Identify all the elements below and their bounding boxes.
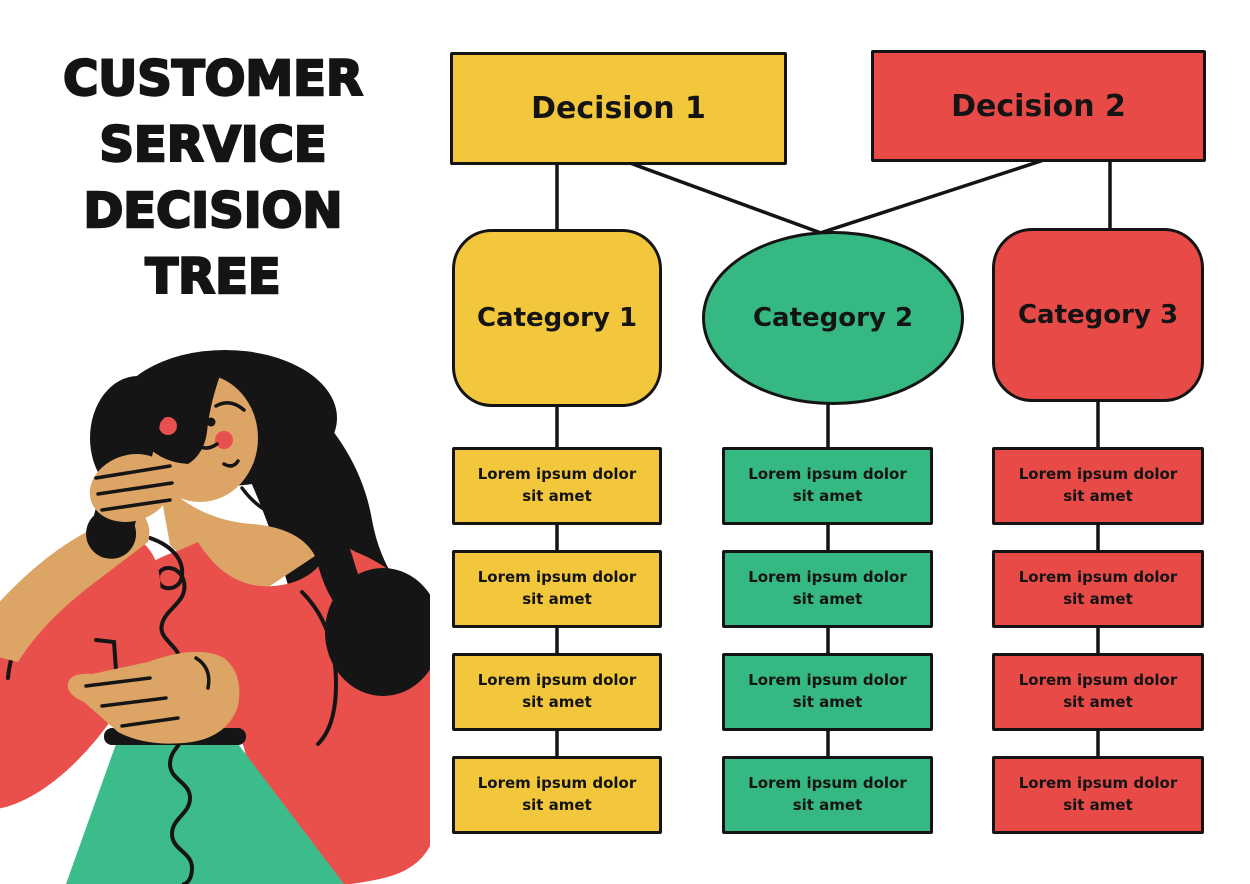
- cuff-line: [94, 638, 118, 672]
- title-line-2: Service: [98, 116, 328, 174]
- leaf-box: Lorem ipsum dolor sit amet: [992, 550, 1204, 628]
- chin-line: [222, 459, 240, 468]
- leaf-box: Lorem ipsum dolor sit amet: [992, 653, 1204, 731]
- leaf-text: Lorem ipsum dolor sit amet: [477, 671, 637, 711]
- decision-1-node: Decision 1: [450, 52, 787, 165]
- hair-strand-shape: [285, 468, 400, 634]
- arm-crease-line: [300, 590, 339, 746]
- leaf-box: Lorem ipsum dolor sit amet: [722, 447, 933, 525]
- leaf-box: Lorem ipsum dolor sit amet: [452, 756, 662, 834]
- leaf-box: Lorem ipsum dolor sit amet: [722, 653, 933, 731]
- sleeve-shape: [0, 534, 161, 810]
- leaf-box: Lorem ipsum dolor sit amet: [452, 550, 662, 628]
- category-1-node: Category 1: [452, 229, 662, 407]
- cheek-left: [159, 417, 177, 435]
- leaf-text: Lorem ipsum dolor sit amet: [748, 465, 907, 505]
- leaf-text: Lorem ipsum dolor sit amet: [477, 774, 637, 814]
- category-3-node: Category 3: [992, 228, 1204, 402]
- category-1-label: Category 1: [476, 303, 638, 333]
- page-title: Customer Service Decision Tree: [38, 46, 388, 310]
- leaf-box: Lorem ipsum dolor sit amet: [452, 447, 662, 525]
- leaf-text: Lorem ipsum dolor sit amet: [1018, 774, 1178, 814]
- category-2-label: Category 2: [752, 303, 914, 333]
- decision-2-label: Decision 2: [951, 88, 1126, 124]
- skirt-shape: [66, 744, 344, 884]
- pointing-hand-lines: [84, 656, 211, 728]
- woman-on-phone-illustration: [0, 350, 430, 884]
- leaf-text: Lorem ipsum dolor sit amet: [748, 774, 907, 814]
- smile-line: [192, 440, 219, 450]
- neck-line: [240, 486, 284, 520]
- eye-left: [180, 410, 190, 420]
- leaf-box: Lorem ipsum dolor sit amet: [722, 550, 933, 628]
- title-line-4: Tree: [144, 248, 282, 306]
- nose-line: [185, 396, 196, 452]
- leaf-text: Lorem ipsum dolor sit amet: [748, 671, 907, 711]
- cheek-right: [215, 431, 233, 449]
- leaf-text: Lorem ipsum dolor sit amet: [477, 568, 637, 608]
- eye-right: [206, 417, 216, 427]
- phone-earpiece: [118, 378, 169, 429]
- title-line-1: Customer: [62, 50, 364, 108]
- leaf-box: Lorem ipsum dolor sit amet: [992, 756, 1204, 834]
- leaf-box: Lorem ipsum dolor sit amet: [452, 653, 662, 731]
- category-2-node: Category 2: [702, 231, 964, 405]
- eyebrow-line: [214, 401, 246, 412]
- decision-2-node: Decision 2: [871, 50, 1206, 162]
- leaf-text: Lorem ipsum dolor sit amet: [748, 568, 907, 608]
- leaf-text: Lorem ipsum dolor sit amet: [1018, 568, 1178, 608]
- leaf-text: Lorem ipsum dolor sit amet: [1018, 671, 1178, 711]
- leaf-box: Lorem ipsum dolor sit amet: [722, 756, 933, 834]
- category-3-label: Category 3: [1017, 300, 1179, 330]
- holding-hand-lines: [94, 464, 174, 512]
- leaf-box: Lorem ipsum dolor sit amet: [992, 447, 1204, 525]
- pointing-hand-shape: [67, 651, 240, 744]
- decision-1-label: Decision 1: [531, 91, 706, 126]
- face-lines: [185, 396, 284, 520]
- title-line-3: Decision: [82, 182, 344, 240]
- neck-shape: [158, 478, 315, 598]
- leaf-text: Lorem ipsum dolor sit amet: [477, 465, 637, 505]
- leaf-text: Lorem ipsum dolor sit amet: [1018, 465, 1178, 505]
